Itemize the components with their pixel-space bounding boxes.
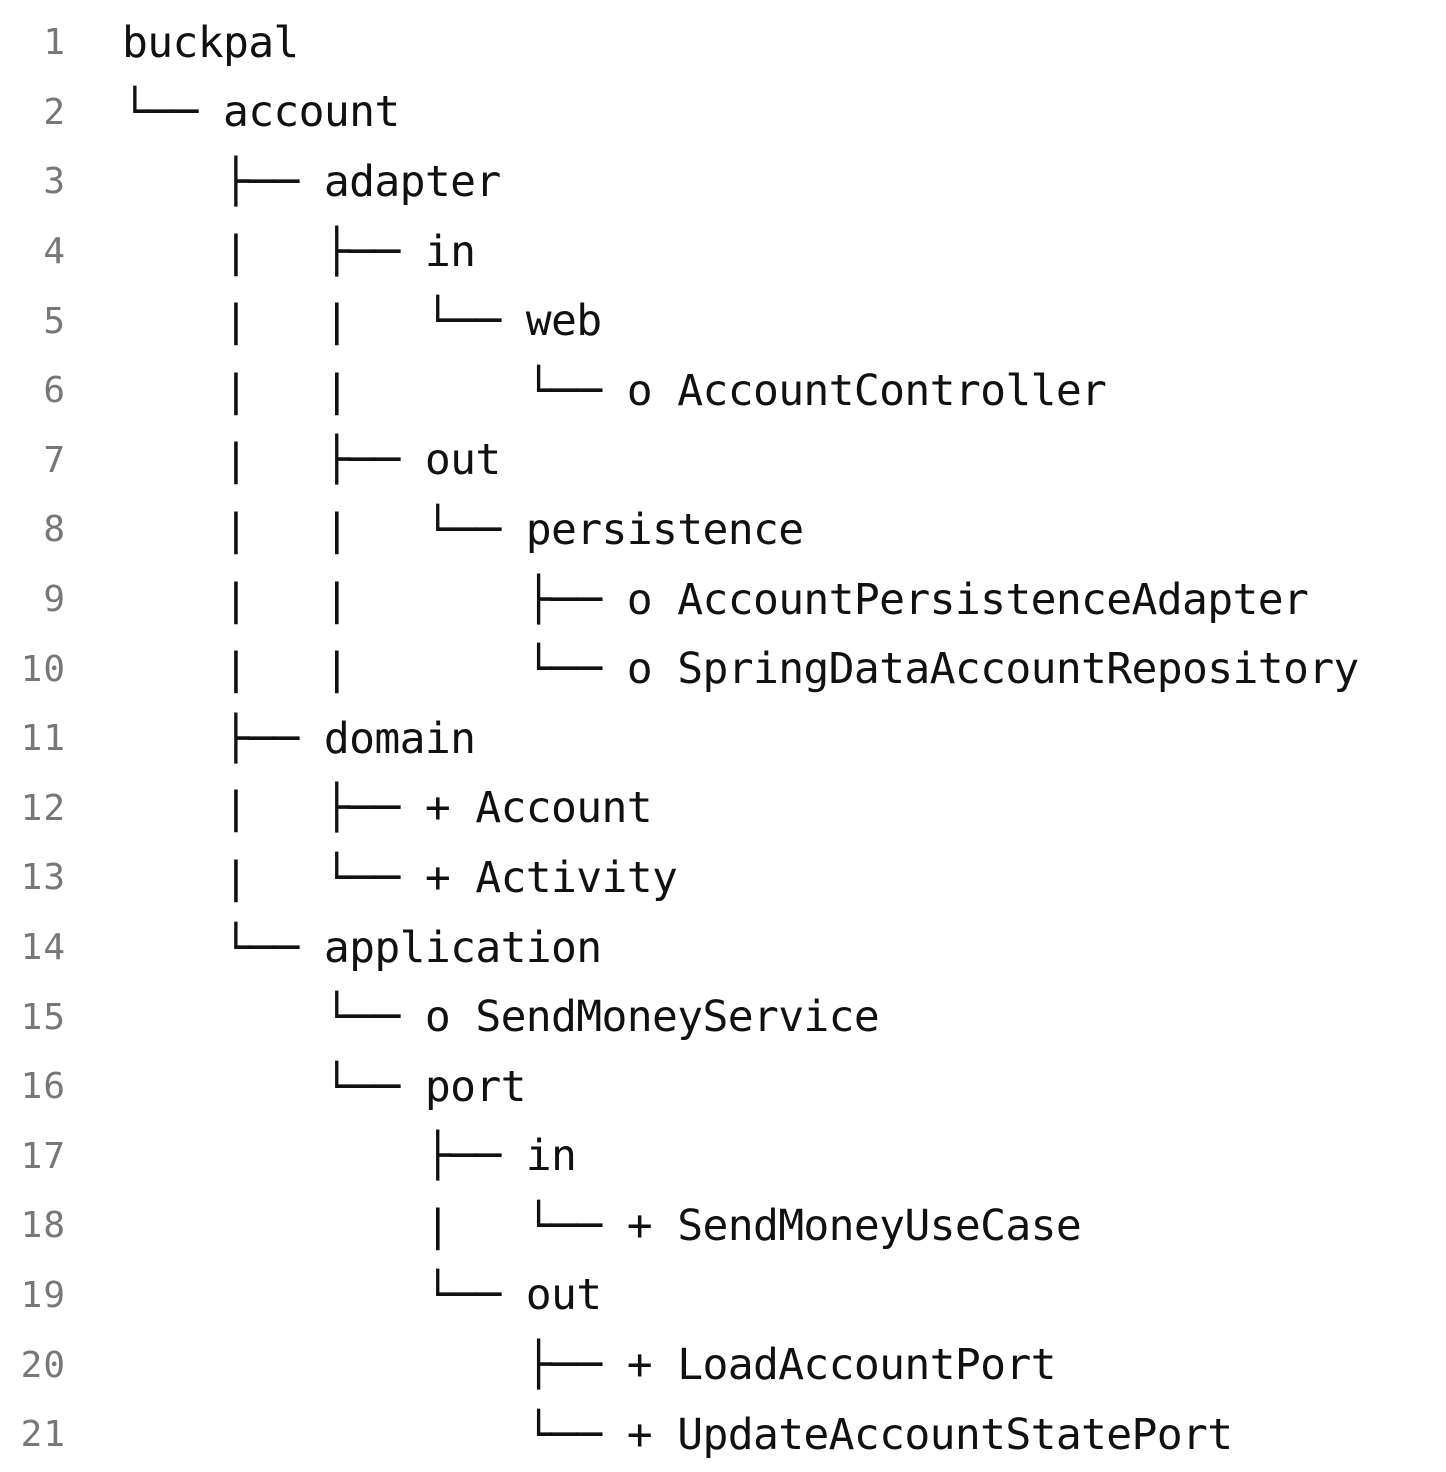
line-number: 17 <box>20 1135 66 1177</box>
code-line: 12 | ├── + Account <box>0 774 1446 844</box>
code-text: | ├── + Account <box>122 783 653 834</box>
code-text: └── + UpdateAccountStatePort <box>122 1409 1233 1460</box>
code-line: 18 | └── + SendMoneyUseCase <box>0 1191 1446 1261</box>
code-line: 6 | | └── o AccountController <box>0 356 1446 426</box>
code-line: 20 ├── + LoadAccountPort <box>0 1330 1446 1400</box>
code-text: └── account <box>122 87 400 138</box>
code-text: | ├── in <box>122 226 476 277</box>
code-line: 7 | ├── out <box>0 426 1446 496</box>
code-line: 5 | | └── web <box>0 286 1446 356</box>
code-text: | | └── o SpringDataAccountRepository <box>122 644 1359 695</box>
line-number: 18 <box>20 1205 66 1247</box>
line-number: 2 <box>43 91 66 133</box>
line-number: 1 <box>43 22 66 64</box>
line-number: 8 <box>43 509 66 551</box>
code-text: | | └── o AccountController <box>122 365 1107 416</box>
code-text: └── o SendMoneyService <box>122 992 880 1043</box>
line-number: 19 <box>20 1274 66 1316</box>
code-text: | | ├── o AccountPersistenceAdapter <box>122 574 1309 625</box>
line-number: 11 <box>20 718 66 760</box>
code-line: 10 | | └── o SpringDataAccountRepository <box>0 634 1446 704</box>
code-line: 8 | | └── persistence <box>0 495 1446 565</box>
line-number: 20 <box>20 1344 66 1386</box>
code-line: 17 ├── in <box>0 1122 1446 1192</box>
code-line: 13 | └── + Activity <box>0 843 1446 913</box>
code-text: ├── in <box>122 1131 577 1182</box>
line-number: 10 <box>20 648 66 690</box>
line-number: 16 <box>20 1066 66 1108</box>
line-number: 5 <box>43 300 66 342</box>
code-line: 21 └── + UpdateAccountStatePort <box>0 1400 1446 1470</box>
code-text: | | └── web <box>122 296 602 347</box>
code-line: 19 └── out <box>0 1261 1446 1331</box>
line-number: 13 <box>20 857 66 899</box>
line-number: 21 <box>20 1414 66 1456</box>
code-line: 14 └── application <box>0 913 1446 983</box>
code-line: 11 ├── domain <box>0 704 1446 774</box>
code-line: 16 └── port <box>0 1052 1446 1122</box>
code-line: 1 buckpal <box>0 8 1446 78</box>
line-number: 4 <box>43 231 66 273</box>
line-number: 6 <box>43 370 66 412</box>
code-text: ├── + LoadAccountPort <box>122 1340 1057 1391</box>
code-line: 9 | | ├── o AccountPersistenceAdapter <box>0 565 1446 635</box>
code-text: | └── + Activity <box>122 852 678 903</box>
code-line: 2 └── account <box>0 78 1446 148</box>
code-text: | └── + SendMoneyUseCase <box>122 1200 1082 1251</box>
line-number: 3 <box>43 161 66 203</box>
code-line: 15 └── o SendMoneyService <box>0 982 1446 1052</box>
line-number: 14 <box>20 927 66 969</box>
line-number: 12 <box>20 787 66 829</box>
code-text: buckpal <box>122 17 299 68</box>
code-text: └── out <box>122 1270 602 1321</box>
code-text: | ├── out <box>122 435 501 486</box>
code-line: 3 ├── adapter <box>0 147 1446 217</box>
line-number: 9 <box>43 579 66 621</box>
code-text: | | └── persistence <box>122 504 804 555</box>
code-text: └── port <box>122 1061 527 1112</box>
line-number: 7 <box>43 439 66 481</box>
line-number: 15 <box>20 996 66 1038</box>
code-text: ├── adapter <box>122 156 501 207</box>
code-line: 4 | ├── in <box>0 217 1446 287</box>
code-text: ├── domain <box>122 713 476 764</box>
code-text: └── application <box>122 922 602 973</box>
